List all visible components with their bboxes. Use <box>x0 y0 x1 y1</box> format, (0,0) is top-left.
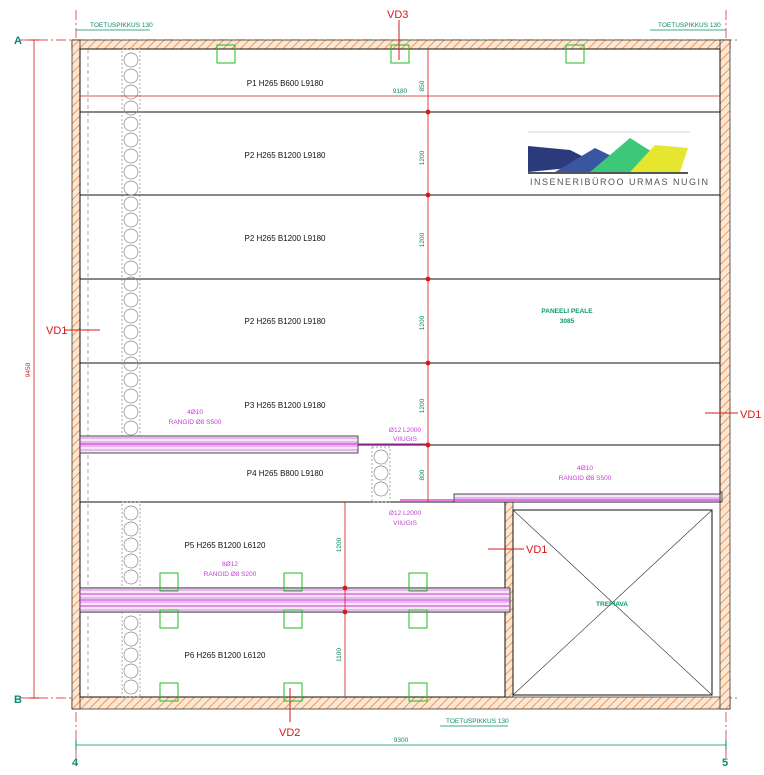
support-label-top-right: TOETUSPIKKUS 130 <box>658 22 721 29</box>
rebar-beam3-line2: RANGID Ø8 S200 <box>204 571 257 578</box>
rebar-tie1-line1: Ø12 L2000 <box>389 427 422 434</box>
panel-label-1: P1 H265 B600 L9180 <box>247 79 324 88</box>
section-label-right: VD1 <box>740 409 761 421</box>
support-length-lines <box>76 29 726 727</box>
grid-label-4: 4 <box>72 757 79 769</box>
support-label-top-left: TOETUSPIKKUS 130 <box>90 22 153 29</box>
dim-row-8: 1100 <box>336 648 343 662</box>
panel-label-3: P2 H265 B1200 L9180 <box>245 234 327 243</box>
rebar-beam1-line2: RANGID Ø8 S500 <box>169 419 222 426</box>
section-label-top: VD3 <box>387 9 408 21</box>
anchor-boxes <box>159 44 585 702</box>
dim-row-3: 1200 <box>419 232 426 247</box>
panel-label-6: P4 H265 B800 L9180 <box>247 469 324 478</box>
dim-top-span: 9180 <box>393 88 408 95</box>
dim-row-2: 1200 <box>419 150 426 165</box>
dim-row-4: 1200 <box>419 315 426 330</box>
rebar-beam3-line1: 8Ø12 <box>222 561 238 568</box>
panel-label-4: P2 H265 B1200 L9180 <box>245 317 327 326</box>
section-label-left: VD1 <box>46 325 67 337</box>
note-panel-top-line2: 3085 <box>560 318 575 325</box>
rebar-beam2-line2: RANGID Ø8 S500 <box>559 475 612 482</box>
rebar-beam2-line1: 4Ø10 <box>577 465 593 472</box>
note-panel-top-line1: PANEELI PEALE <box>541 308 593 315</box>
dim-overall-height: 9450 <box>25 362 32 377</box>
section-label-inner: VD1 <box>526 544 547 556</box>
dim-overall-width: 9300 <box>394 737 409 744</box>
section-marker-lines <box>65 20 738 722</box>
grid-label-5: 5 <box>722 757 728 769</box>
overall-dimensions <box>29 39 727 750</box>
panel-label-8: P6 H265 B1200 L6120 <box>185 651 267 660</box>
dim-row-5: 1200 <box>419 398 426 413</box>
section-label-bottom: VD2 <box>279 727 300 739</box>
grid-label-b: B <box>14 694 22 706</box>
rebar-tie2-line1: Ø12 L2000 <box>389 510 422 517</box>
dim-row-7: 1200 <box>336 537 343 552</box>
dim-row-6: 800 <box>419 469 426 480</box>
stair-opening <box>512 509 713 696</box>
company-logo-text: INSENERIBÜROO URMAS NUGIN <box>530 177 710 187</box>
rebar-beams <box>79 435 721 613</box>
row-dimension-chain <box>80 49 720 697</box>
rebar-beam1-line1: 4Ø10 <box>187 409 203 416</box>
grid-label-a: A <box>14 35 22 47</box>
rebar-tie2-line2: VIIUGIS <box>393 520 418 527</box>
rebar-tie1-line2: VIIUGIS <box>393 436 418 443</box>
dim-row-1: 850 <box>419 80 426 91</box>
panel-label-5: P3 H265 B1200 L9180 <box>245 401 327 410</box>
support-label-bottom: TOETUSPIKKUS 130 <box>446 718 509 725</box>
panel-label-7: P5 H265 B1200 L6120 <box>185 541 267 550</box>
company-logo <box>528 131 690 174</box>
hollow-core-panels <box>79 48 721 698</box>
panel-label-2: P2 H265 B1200 L9180 <box>245 151 327 160</box>
note-stair-opening: TREPIAVA <box>596 601 628 608</box>
